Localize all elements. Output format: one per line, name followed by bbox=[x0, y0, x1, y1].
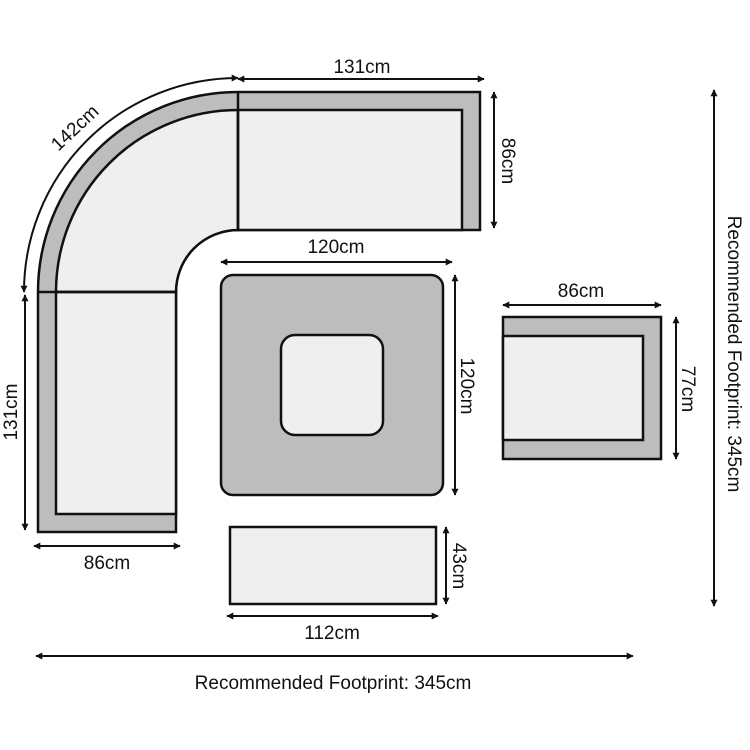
corner-arc-dimension-line bbox=[20, 74, 239, 293]
armchair bbox=[501, 315, 663, 461]
top-seat-depth-label: 86cm bbox=[497, 138, 518, 184]
corner-arc-label: 142cm bbox=[47, 101, 103, 155]
footstool bbox=[228, 525, 438, 606]
left-seat-depth-label: 86cm bbox=[84, 553, 130, 574]
left-seat-height-label: 131cm bbox=[1, 383, 22, 440]
table-width-label: 120cm bbox=[307, 237, 364, 258]
coffee-table bbox=[219, 273, 445, 497]
chair-depth-label: 77cm bbox=[677, 366, 698, 412]
dimension-labels: 142cm 131cm 86cm 120cm 120cm 86cm 77cm 1… bbox=[1, 57, 744, 694]
table-depth-label: 120cm bbox=[456, 357, 477, 414]
footstool-width-label: 112cm bbox=[304, 623, 360, 644]
top-seat-cushion bbox=[236, 108, 464, 232]
chair-width-label: 86cm bbox=[558, 281, 604, 302]
footprint-width-label: Recommended Footprint: 345cm bbox=[195, 673, 472, 694]
left-seat-cushion bbox=[54, 290, 178, 516]
top-seat-width-label: 131cm bbox=[333, 57, 390, 78]
corner-seat-cushion bbox=[54, 108, 240, 294]
dimension-lines bbox=[20, 74, 718, 660]
coffee-table-glass bbox=[279, 333, 385, 437]
footstool-depth-label: 43cm bbox=[448, 543, 469, 589]
armchair-cushion bbox=[501, 334, 645, 442]
footprint-depth-label: Recommended Footprint: 345cm bbox=[723, 216, 744, 493]
